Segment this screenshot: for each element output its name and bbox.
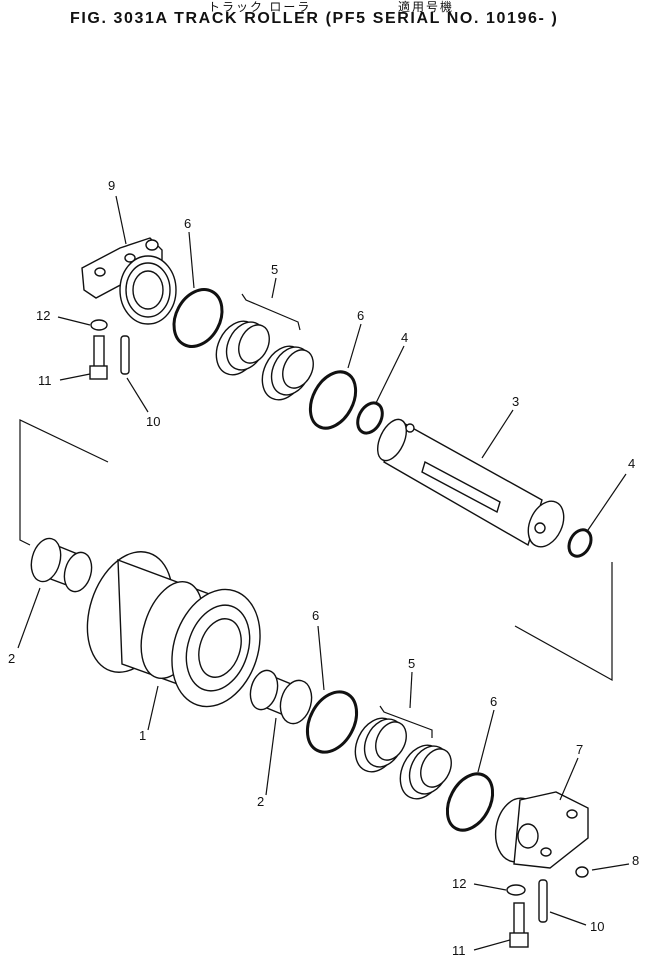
part-6-o-ring-b [308, 370, 358, 430]
japanese-applicable-models: 適用号機 [398, 0, 455, 14]
callout-3: 3 [512, 394, 520, 409]
part-5-seal-lower [354, 717, 452, 800]
callout-12: 12 [452, 876, 467, 891]
leader-lines [17, 195, 630, 951]
part-11-bolt-upper [89, 335, 108, 380]
callout-1: 1 [139, 728, 147, 743]
part-4-o-ring-a [356, 401, 384, 435]
callout-4: 4 [401, 330, 409, 345]
part-7-bracket [494, 791, 589, 869]
part-10-pin-lower [538, 879, 548, 923]
callout-2: 2 [257, 794, 265, 809]
part-2-bushing-left [30, 537, 93, 593]
part-8-plug [575, 866, 589, 878]
callout-12: 12 [36, 308, 51, 323]
callout-5: 5 [408, 656, 416, 671]
callout-11: 11 [452, 943, 466, 958]
callout-5: 5 [271, 262, 279, 277]
part-5-seal-upper [215, 320, 314, 401]
callout-6: 6 [357, 308, 365, 323]
part-6-o-ring-c [305, 690, 359, 754]
callout-9: 9 [108, 178, 116, 193]
part-10-pin-upper [120, 335, 130, 375]
callout-6: 6 [184, 216, 192, 231]
part-11-bolt-lower [509, 902, 529, 948]
guide-lines [19, 419, 613, 682]
part-9-bracket [81, 237, 177, 325]
callout-8: 8 [632, 853, 640, 868]
callout-10: 10 [590, 919, 605, 934]
japanese-part-name: トラック ローラ [208, 0, 312, 14]
callout-4: 4 [628, 456, 636, 471]
part-12-washer-lower [506, 884, 526, 896]
part-6-o-ring-a [172, 288, 224, 348]
part-4-o-ring-b [567, 528, 593, 558]
callout-6: 6 [312, 608, 320, 623]
callout-6: 6 [490, 694, 498, 709]
callout-11: 11 [38, 373, 52, 388]
callout-10: 10 [146, 414, 161, 429]
part-3-shaft [376, 418, 565, 548]
part-12-washer-upper [90, 319, 108, 331]
part-1-roller [86, 551, 261, 708]
part-6-o-ring-d [445, 772, 495, 832]
figure-title: FIG. 3031A TRACK ROLLER (PF5 SERIAL NO. … [70, 10, 559, 27]
part-2-bushing-middle [249, 669, 313, 725]
callout-7: 7 [576, 742, 584, 757]
callout-2: 2 [8, 651, 16, 666]
